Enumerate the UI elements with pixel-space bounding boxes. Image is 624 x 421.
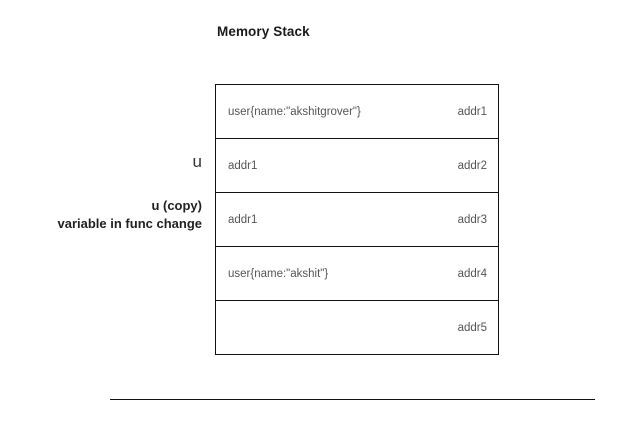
- cell-address: addr3: [457, 213, 487, 226]
- cell-value: addr1: [228, 213, 258, 226]
- cell-value: user{name:"akshitgrover"}: [228, 105, 361, 118]
- annotation-copy-line-2: variable in func change: [57, 216, 203, 231]
- annotation-pointer-u: u: [192, 152, 202, 171]
- bottom-divider: [110, 399, 595, 400]
- table-row: user{name:"akshitgrover"} addr1: [216, 85, 498, 139]
- page-title: Memory Stack: [217, 24, 310, 39]
- table-row: addr1 addr2: [216, 139, 498, 193]
- annotation-copy-line-1: u (copy): [151, 198, 202, 213]
- cell-value: addr1: [228, 159, 258, 172]
- annotation-copy-block: u (copy) variable in func change: [10, 197, 203, 233]
- memory-stack-table: user{name:"akshitgrover"} addr1 addr1 ad…: [215, 84, 499, 355]
- table-row: addr5: [216, 301, 498, 355]
- cell-address: addr2: [457, 159, 487, 172]
- cell-value: user{name:"akshit"}: [228, 267, 329, 280]
- table-row: user{name:"akshit"} addr4: [216, 247, 498, 301]
- cell-address: addr4: [457, 267, 487, 280]
- table-row: addr1 addr3: [216, 193, 498, 247]
- cell-address: addr5: [457, 321, 487, 334]
- cell-address: addr1: [457, 105, 487, 118]
